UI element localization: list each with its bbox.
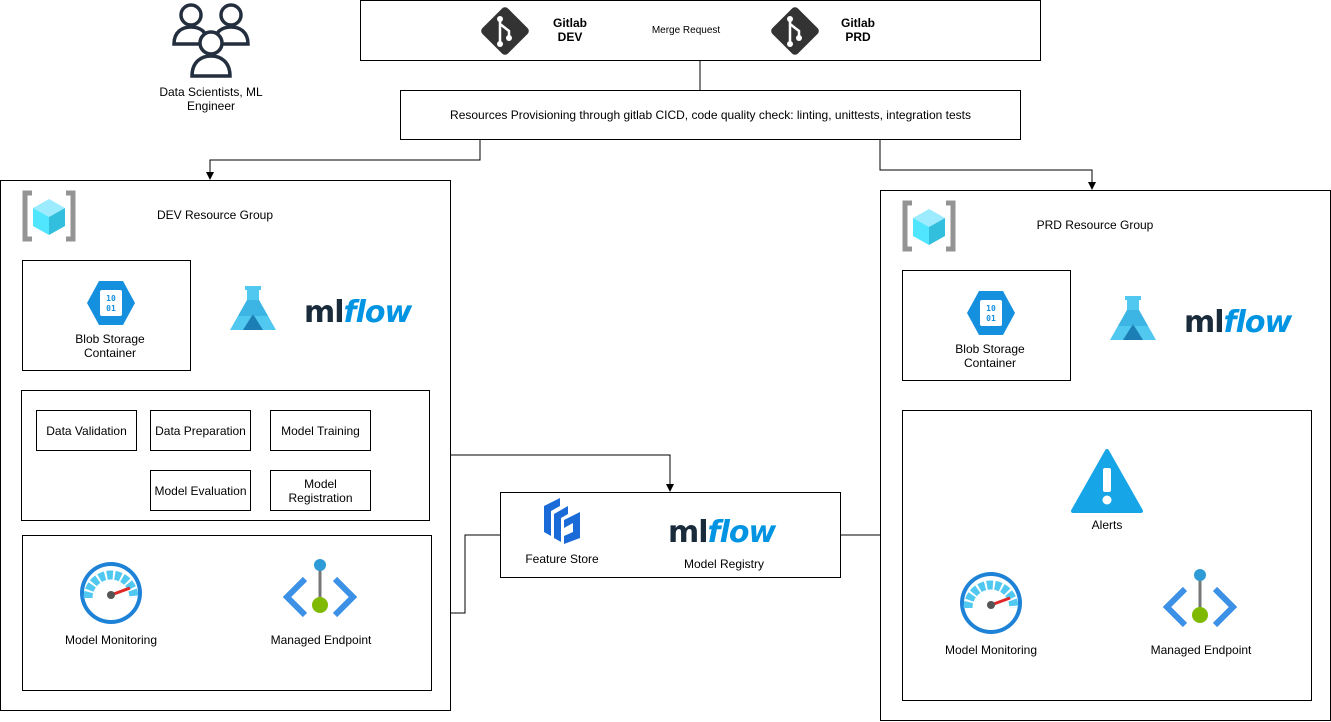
blob-storage-icon: 10 01 — [87, 281, 135, 325]
cicd-to-dev-arrow — [206, 140, 481, 180]
step-model-registration: Model Registration — [270, 470, 371, 511]
svg-text:mlflow: mlflow — [668, 515, 776, 550]
svg-text:mlflow: mlflow — [304, 295, 412, 330]
endpoint-icon — [283, 559, 357, 618]
users-icon — [172, 3, 250, 78]
gauge-icon — [960, 572, 1022, 634]
mlflow-ml-text: ml — [1184, 305, 1224, 340]
git-branch-icon — [771, 7, 819, 55]
prd-blob-label: Blob Storage Container — [955, 342, 1025, 370]
dev-blob-label: Blob Storage Container — [75, 332, 145, 360]
svg-text:01: 01 — [986, 314, 996, 323]
step-model-evaluation: Model Evaluation — [150, 470, 251, 511]
resource-group-cube-icon — [902, 200, 956, 252]
endpoint-icon — [1163, 569, 1237, 628]
svg-text:mlflow: mlflow — [1184, 305, 1292, 340]
alerts-label: Alerts — [1091, 518, 1123, 532]
mlflow-logo: mlflow — [668, 515, 777, 550]
prd-group-title: PRD Resource Group — [1036, 218, 1154, 232]
prd-monitoring-label: Model Monitoring — [944, 643, 1038, 657]
prd-endpoint-label: Managed Endpoint — [1150, 643, 1252, 657]
actor-label: Data Scientists, ML Engineer — [159, 85, 263, 113]
mlflow-logo: mlflow — [304, 295, 413, 330]
mlflow-logo: mlflow — [1184, 305, 1293, 340]
dev-group-title: DEV Resource Group — [156, 208, 274, 222]
mlflow-flow-text: flow — [344, 295, 413, 330]
feature-store-label: Feature Store — [525, 552, 599, 566]
model-registry-label: Model Registry — [683, 557, 765, 571]
gauge-icon — [80, 562, 142, 624]
gitlab-dev-label: Gitlab DEV — [552, 16, 587, 44]
dev-endpoint-label: Managed Endpoint — [270, 633, 372, 647]
gitlab-prd-label: Gitlab PRD — [840, 16, 875, 44]
mlflow-flow-text: flow — [708, 515, 777, 550]
merge-request-label: Merge Request — [646, 24, 726, 38]
mlflow-ml-text: ml — [668, 515, 708, 550]
cicd-box: Resources Provisioning through gitlab CI… — [400, 90, 1021, 140]
blob-storage-icon: 10 01 — [967, 291, 1015, 335]
feature-store-icon — [544, 498, 580, 544]
prd-blob-box — [902, 270, 1071, 381]
azure-ml-flask-icon — [230, 286, 276, 330]
mlflow-ml-text: ml — [304, 295, 344, 330]
dev-monitoring-label: Model Monitoring — [64, 633, 158, 647]
step-data-validation: Data Validation — [36, 410, 137, 451]
resource-group-cube-icon — [22, 190, 76, 242]
cicd-to-prd-arrow — [879, 140, 1096, 190]
svg-text:10: 10 — [986, 304, 996, 313]
svg-text:10: 10 — [106, 294, 116, 303]
svg-text:01: 01 — [106, 304, 116, 313]
warning-triangle-icon — [1071, 449, 1143, 513]
step-data-preparation: Data Preparation — [150, 410, 251, 451]
azure-ml-flask-icon — [1110, 296, 1156, 340]
pipeline-to-registry-arrow — [430, 454, 674, 492]
step-model-training: Model Training — [270, 410, 371, 451]
mlflow-flow-text: flow — [1224, 305, 1293, 340]
git-branch-icon — [481, 7, 529, 55]
